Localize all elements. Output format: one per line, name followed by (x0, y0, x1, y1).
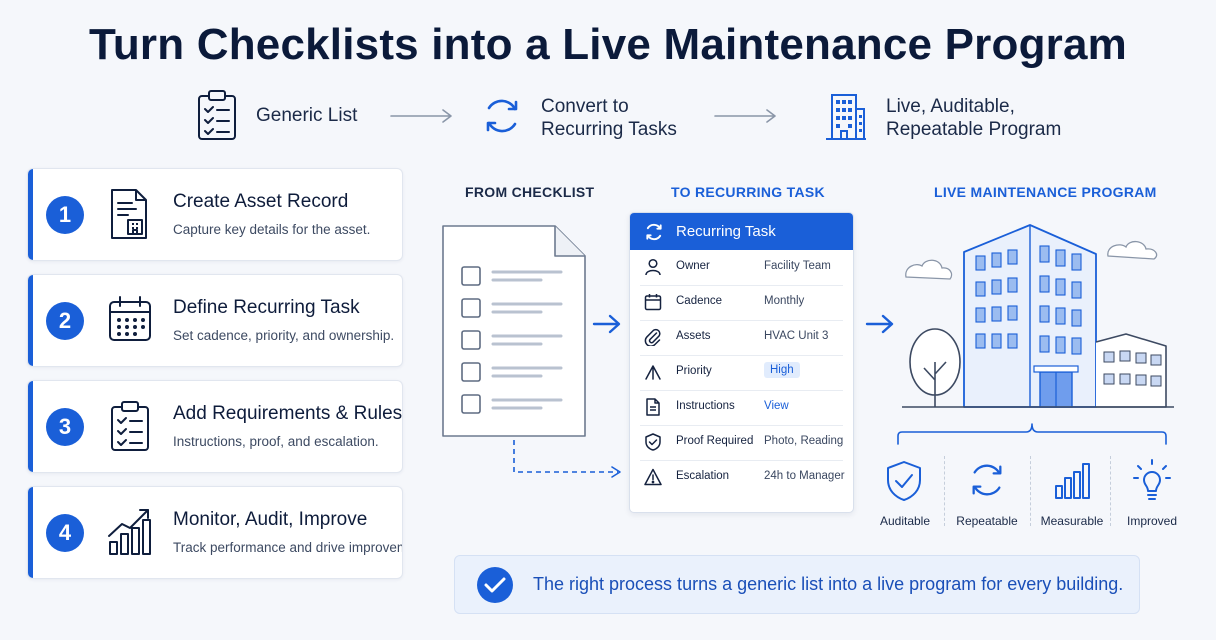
task-fields: Owner Facility Team Cadence Monthly Asse… (630, 250, 853, 512)
recurring-arrows-icon (644, 222, 664, 242)
benefit-label: Measurable (1040, 514, 1104, 528)
recurring-arrows-icon (967, 460, 1007, 500)
step-description: Instructions, proof, and escalation. (173, 434, 379, 449)
step-accent-bar (28, 275, 33, 366)
task-row-priority: Priority High (640, 355, 843, 391)
step-title: Monitor, Audit, Improve (173, 509, 368, 530)
task-row-proof: Proof Required Photo, Reading (640, 425, 843, 461)
lightbulb-icon (1132, 458, 1172, 502)
priority-badge: High (764, 362, 800, 378)
benefits-bracket (896, 420, 1168, 448)
benefit-label: Improved (1126, 514, 1178, 528)
callout-banner: The right process turns a generic list i… (454, 555, 1140, 614)
step-accent-bar (28, 487, 33, 578)
shield-check-icon (885, 460, 923, 502)
benefit-divider (944, 456, 945, 526)
step-card-1: 1 Create Asset Record Capture key detail… (27, 168, 403, 261)
benefit-label: Auditable (879, 514, 931, 528)
page-title: Turn Checklists into a Live Maintenance … (89, 20, 1127, 69)
priority-arrow-icon (644, 363, 662, 381)
column-heading-to: TO RECURRING TASK (671, 184, 825, 200)
task-row-assets: Assets HVAC Unit 3 (640, 320, 843, 356)
clipboard-checklist-icon (106, 400, 154, 452)
recurring-task-card: Recurring Task Owner Facility Team Caden… (629, 212, 854, 513)
step-accent-bar (28, 381, 33, 472)
flow-live-program: Live, Auditable, Repeatable Program (886, 96, 1062, 140)
checklist-document-illustration (441, 224, 589, 439)
building-icon (824, 91, 868, 141)
step-card-2: 2 Define Recurring Task Set cadence, pri… (27, 274, 403, 367)
check-circle-icon (476, 566, 514, 604)
flow-generic-list: Generic List (256, 105, 358, 126)
task-card-header: Recurring Task (630, 213, 853, 250)
asset-document-icon (106, 188, 154, 240)
step-card-4: 4 Monitor, Audit, Improve Track performa… (27, 486, 403, 579)
person-icon (644, 258, 662, 276)
document-icon (644, 398, 662, 416)
shield-check-icon (644, 433, 662, 451)
recurring-arrows-icon (481, 95, 523, 137)
growth-chart-icon (106, 506, 154, 558)
flow-arrow-2 (714, 108, 778, 124)
step-accent-bar (28, 169, 33, 260)
task-card-title: Recurring Task (676, 223, 776, 240)
task-row-cadence: Cadence Monthly (640, 285, 843, 321)
building-illustration (900, 222, 1176, 412)
task-row-instructions: Instructions View (640, 390, 843, 426)
column-heading-from: FROM CHECKLIST (465, 184, 595, 200)
flow-arrow-1 (390, 108, 454, 124)
calendar-icon (644, 293, 662, 311)
arrow-to-task (592, 313, 622, 335)
dashed-connector (508, 438, 626, 480)
flow-convert: Convert to Recurring Tasks (541, 96, 677, 140)
warning-icon (644, 468, 662, 486)
step-number: 3 (46, 408, 84, 446)
bar-chart-icon (1052, 460, 1092, 500)
instructions-view-link[interactable]: View (764, 400, 789, 412)
column-heading-live: LIVE MAINTENANCE PROGRAM (934, 184, 1157, 200)
benefit-divider (1110, 456, 1111, 526)
arrow-to-program (865, 313, 895, 335)
step-description: Capture key details for the asset. (173, 222, 371, 237)
step-description: Set cadence, priority, and ownership. (173, 328, 395, 343)
step-number: 1 (46, 196, 84, 234)
step-title: Define Recurring Task (173, 297, 360, 318)
benefit-label: Repeatable (956, 514, 1018, 528)
paperclip-icon (644, 328, 662, 346)
calendar-icon (106, 294, 154, 346)
step-number: 4 (46, 514, 84, 552)
clipboard-checklist-icon (196, 89, 238, 141)
benefit-divider (1030, 456, 1031, 526)
task-row-escalation: Escalation 24h to Manager (640, 460, 845, 495)
step-number: 2 (46, 302, 84, 340)
task-row-owner: Owner Facility Team (640, 250, 843, 286)
step-title: Create Asset Record (173, 191, 349, 212)
callout-text: The right process turns a generic list i… (533, 574, 1124, 594)
step-card-3: 3 Add Requirements & Rules Instructions,… (27, 380, 403, 473)
step-title: Add Requirements & Rules (173, 403, 403, 424)
step-description: Track performance and drive improvements… (173, 540, 402, 555)
